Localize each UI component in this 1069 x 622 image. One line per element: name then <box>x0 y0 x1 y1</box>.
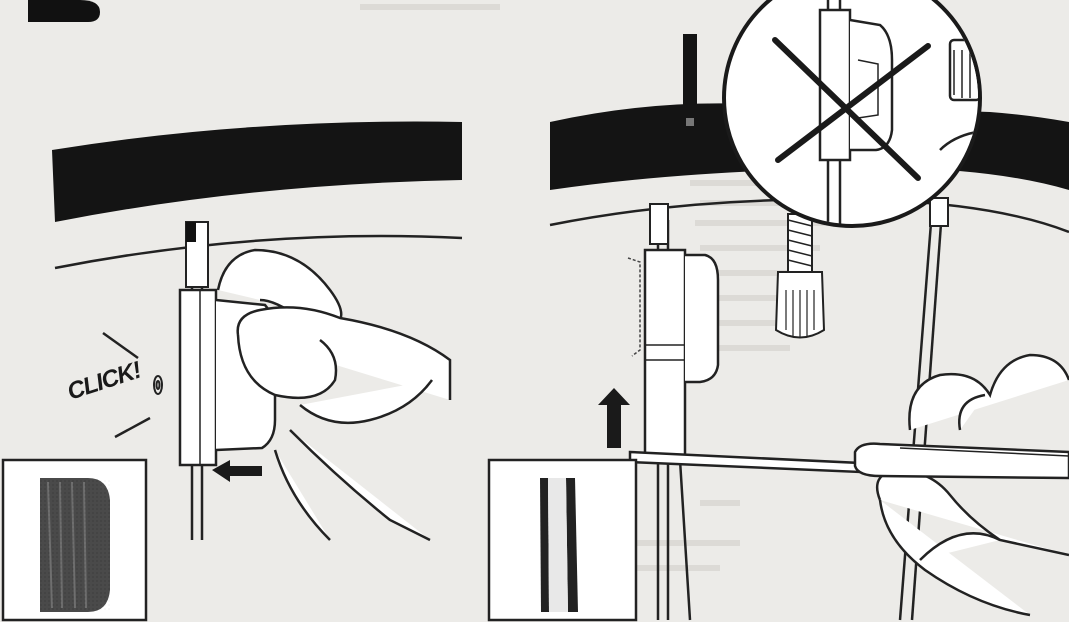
crossed-out-circle-callout <box>724 0 1000 230</box>
up-arrow-icon <box>598 388 630 448</box>
click-sound-waves-icon <box>154 376 162 394</box>
step-number-badge <box>28 0 100 22</box>
inset-detail-right <box>489 460 636 620</box>
valve-cap <box>776 214 824 338</box>
wheel-rim-band-left <box>52 122 462 222</box>
screwdriver-icon <box>630 444 1069 478</box>
inset-detail-left <box>3 460 146 620</box>
hand-right <box>877 355 1069 615</box>
spoke-clip-right <box>628 204 718 460</box>
left-arrow-icon <box>212 460 262 482</box>
